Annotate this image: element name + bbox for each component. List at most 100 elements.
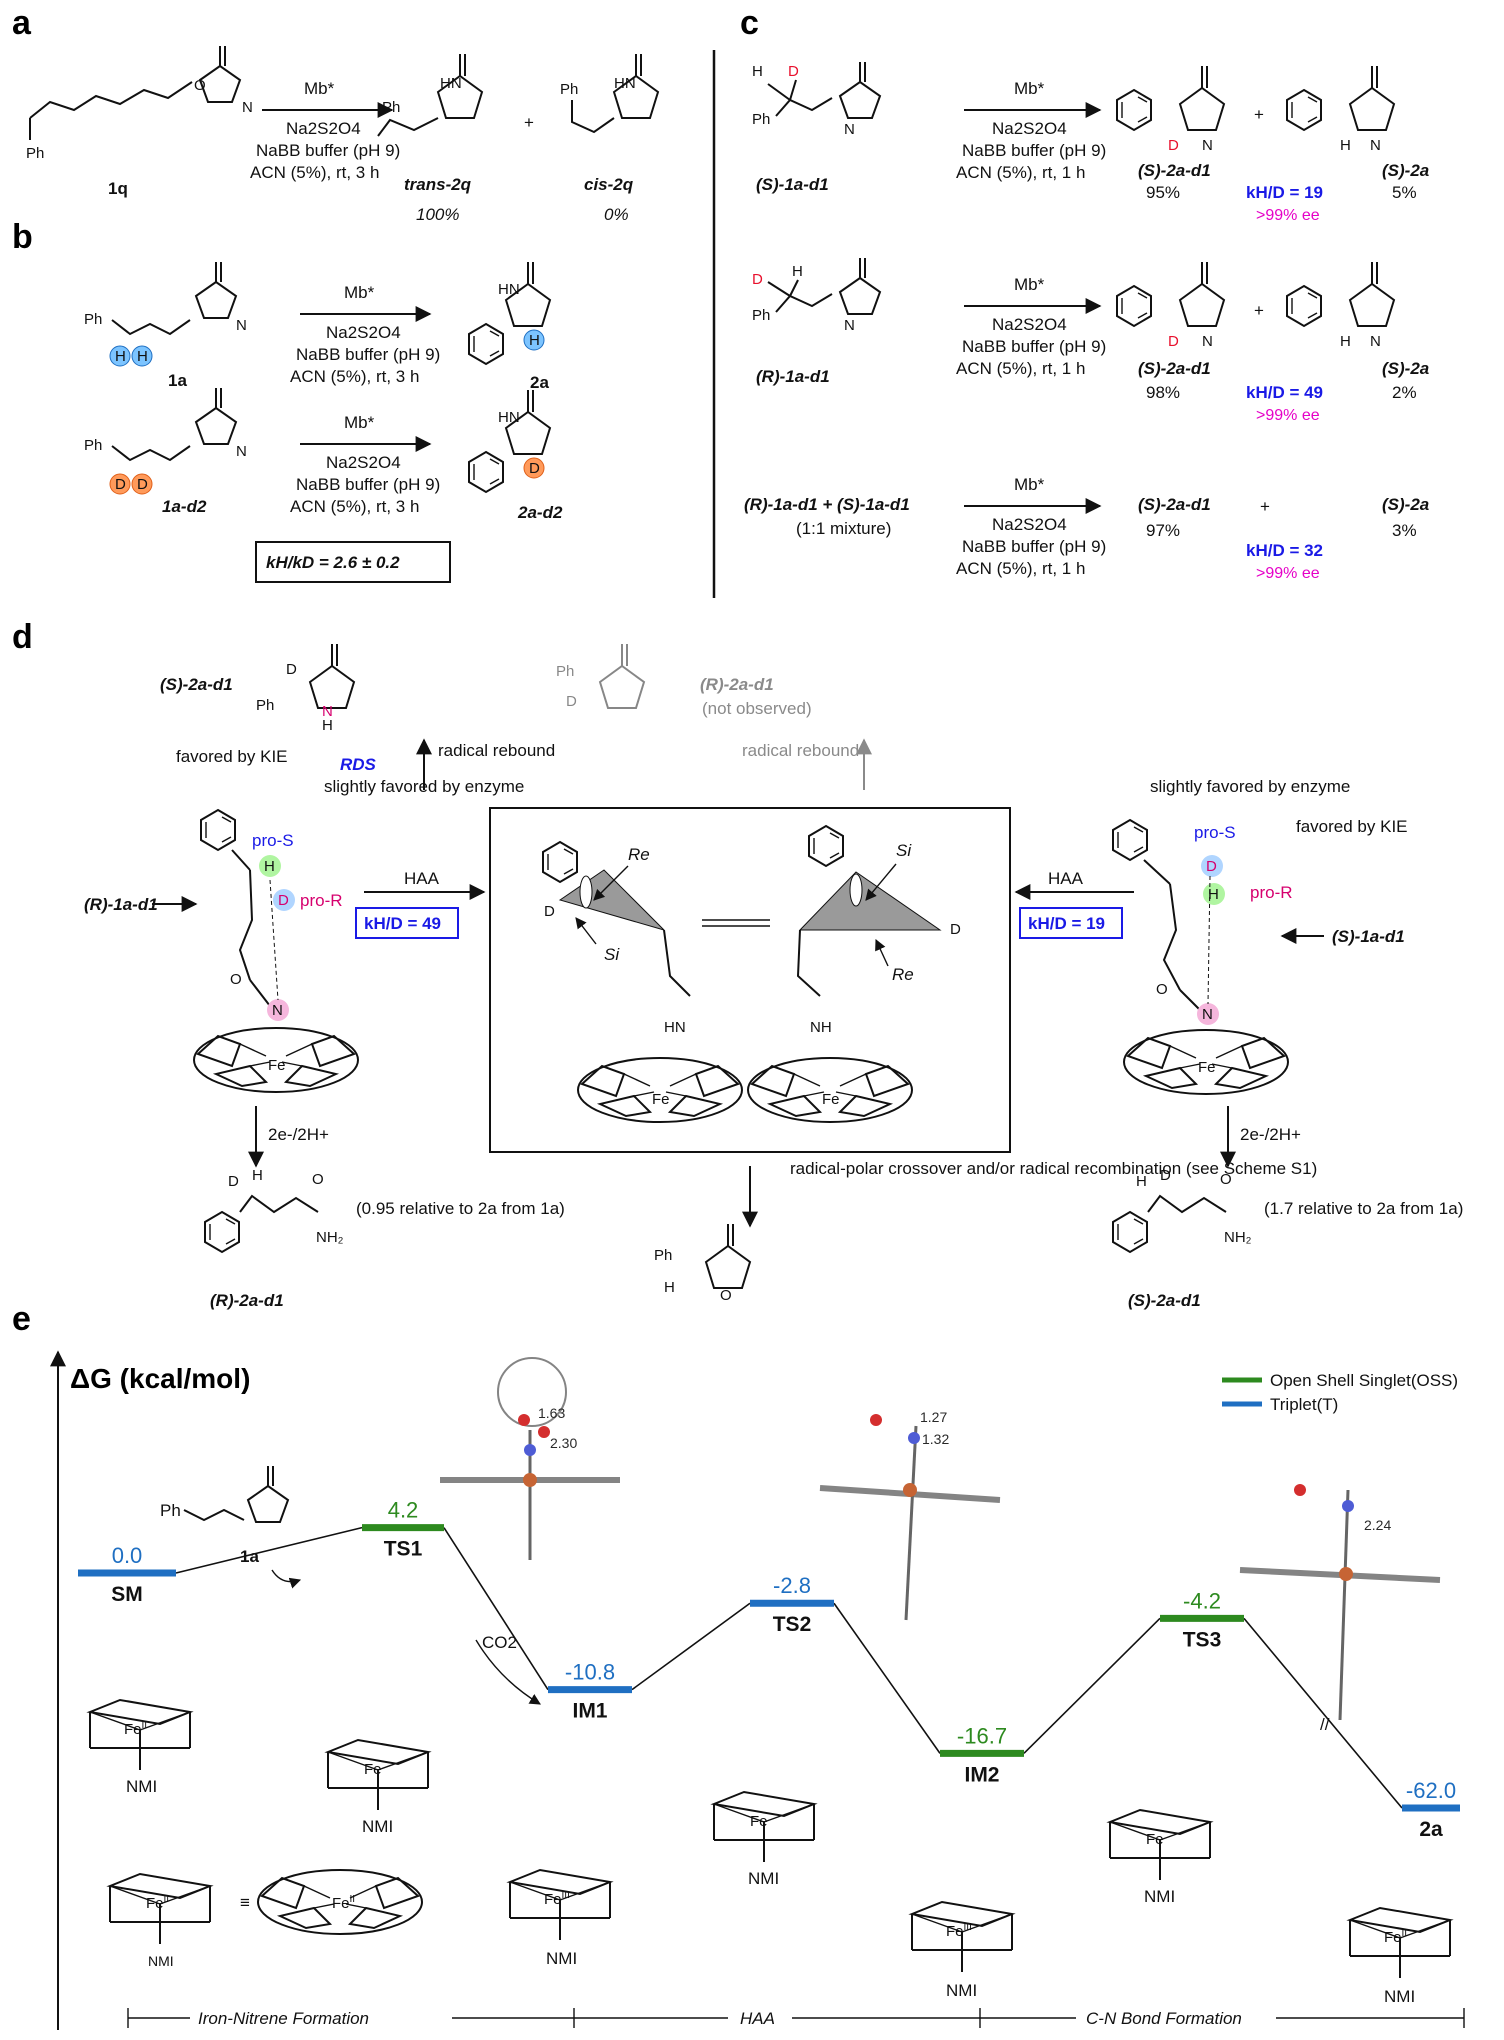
cond-solvent: ACN (5%), rt, 3 h: [250, 163, 379, 182]
svg-text:Ph: Ph: [752, 307, 770, 324]
svg-text:D: D: [278, 892, 289, 909]
product-trans-label: trans-2q: [404, 175, 472, 194]
c2-prod-h: (S)-2a: [1382, 359, 1429, 378]
substrate-label: 1q: [108, 179, 128, 198]
level-value-ts2: -2.8: [773, 1573, 811, 1598]
product-2a-structure: HN H: [468, 261, 551, 365]
c3-ee: >99% ee: [1256, 565, 1320, 582]
c3-prod-h: (S)-2a: [1382, 495, 1429, 514]
d-left-rel: (0.95 relative to 2a from 1a): [356, 1199, 565, 1218]
d-pro-r-left: pro-R: [300, 891, 343, 910]
product-2a-d2-structure: HN D: [468, 389, 551, 493]
profile-connector: [1243, 1617, 1403, 1809]
svg-text:D: D: [137, 476, 148, 493]
product-trans-2q-structure: HN Ph: [377, 53, 483, 137]
e-fe-im1: FeIII NMI: [509, 1869, 611, 1968]
svg-text:N: N: [272, 1002, 283, 1019]
svg-text:+: +: [1260, 497, 1270, 516]
d-pro-s-right: pro-S: [1194, 823, 1236, 842]
cond-b1-enzyme: Mb*: [344, 283, 375, 302]
svg-text:H: H: [322, 717, 333, 734]
svg-text:D: D: [1160, 1167, 1171, 1184]
svg-text:D: D: [752, 271, 763, 288]
d-product-r-structure: Ph D: [556, 643, 645, 710]
svg-text:H: H: [664, 1279, 675, 1296]
d-right-complex-structure: D H pro-S pro-R N O Fe: [1112, 819, 1293, 1095]
substrate-1q-structure: Ph N O: [26, 45, 253, 162]
d-product-s-structure: D Ph N H: [256, 643, 355, 734]
e-fe-legend: FeII NMI ≡ FeII: [109, 1869, 423, 1969]
d-rds: RDS: [340, 755, 377, 774]
c2-kie: kH/D = 49: [1246, 383, 1323, 402]
panel-label-b: b: [12, 218, 33, 256]
c2-enzyme: Mb*: [1014, 275, 1045, 294]
cond-b1-buffer: NaBB buffer (pH 9): [296, 345, 440, 364]
svg-text:H: H: [115, 348, 126, 365]
e-nmi-im2: NMI: [946, 1981, 977, 2000]
svg-text:Ph: Ph: [256, 697, 274, 714]
e-structure-ts1: 1.63 2.30: [440, 1357, 620, 1560]
svg-text:H: H: [529, 332, 540, 349]
d-crossover: radical-polar crossover and/or radical r…: [790, 1159, 1317, 1178]
level-value-ts1: 4.2: [388, 1498, 419, 1523]
level-value-2a: -62.0: [1406, 1778, 1456, 1803]
cond-reductant: Na2S2O4: [286, 119, 361, 138]
level-value-im2: -16.7: [957, 1723, 1007, 1748]
level-label-ts3: TS3: [1183, 1628, 1222, 1651]
e-structure-ts2: 1.27 1.32: [819, 1409, 1001, 1621]
svg-text:N: N: [1202, 137, 1213, 154]
panel-a: Ph N O 1q Mb* Na2S2O4 NaBB buffer (pH 9)…: [26, 45, 659, 224]
dist-2: 2.30: [550, 1435, 577, 1451]
cond-enzyme: Mb*: [304, 79, 335, 98]
c3-pct-d: 97%: [1146, 521, 1180, 540]
profile-connector: [443, 1527, 549, 1691]
d-face-re-left: Re: [628, 845, 650, 864]
e-structure-ts3: 2.24: [1239, 1484, 1441, 1721]
d-kie-right: kH/D = 19: [1028, 914, 1105, 933]
label-1a-d2: 1a-d2: [162, 497, 207, 516]
e-fe-sm: FeII NMI: [89, 1699, 191, 1796]
label-1a: 1a: [168, 371, 187, 390]
c1-reductant: Na2S2O4: [992, 119, 1067, 138]
e-legend: Open Shell Singlet(OSS) Triplet(T): [1222, 1371, 1458, 1414]
svg-text:N: N: [242, 99, 253, 116]
d-not-observed: (not observed): [702, 699, 812, 718]
d-rebound-1: radical rebound: [438, 741, 555, 760]
svg-text:O: O: [194, 77, 206, 94]
svg-text:NH₂: NH₂: [316, 1229, 344, 1246]
d-slightly-enzyme-left: slightly favored by enzyme: [324, 777, 524, 796]
d-product-s-label: (S)-2a-d1: [160, 675, 233, 694]
cond-b2-enzyme: Mb*: [344, 413, 375, 432]
svg-text:N: N: [844, 121, 855, 138]
c2-solvent: ACN (5%), rt, 1 h: [956, 359, 1085, 378]
c2-reductant: Na2S2O4: [992, 315, 1067, 334]
profile-connector: [631, 1602, 751, 1691]
c1-pct-h: 5%: [1392, 183, 1417, 202]
svg-text:Ph: Ph: [752, 111, 770, 128]
cond-b1-reductant: Na2S2O4: [326, 323, 401, 342]
c2-product-h-structure: H N: [1286, 261, 1395, 350]
svg-text:Fe: Fe: [364, 1761, 382, 1778]
svg-text:HN: HN: [440, 75, 462, 92]
panel-d: (S)-2a-d1 D Ph N H (R)-2a-d1 (not observ…: [84, 643, 1463, 1310]
c3-kie: kH/D = 32: [1246, 541, 1323, 560]
cond-buffer: NaBB buffer (pH 9): [256, 141, 400, 160]
c3-buffer: NaBB buffer (pH 9): [962, 537, 1106, 556]
svg-text:D: D: [788, 63, 799, 80]
dist-3: 1.27: [920, 1409, 947, 1425]
c1-product-d-structure: D N: [1116, 65, 1225, 154]
svg-text:D: D: [529, 460, 540, 477]
svg-text:Ph: Ph: [26, 145, 44, 162]
d-radical-box: [489, 807, 1011, 1153]
svg-text:HN: HN: [614, 75, 636, 92]
d-right-amide-structure: H D O NH₂: [1112, 1167, 1252, 1253]
c3-enzyme: Mb*: [1014, 475, 1045, 494]
cond-b1-solvent: ACN (5%), rt, 3 h: [290, 367, 419, 386]
svg-text:N: N: [844, 317, 855, 334]
level-label-im2: IM2: [964, 1763, 999, 1786]
panel-e: ΔG (kcal/mol) Open Shell Singlet(OSS) Tr…: [50, 1350, 1465, 2032]
product-cis-2q-structure: HN Ph: [560, 53, 659, 134]
d-haa-left: HAA: [404, 869, 440, 888]
c3-pct-h: 3%: [1392, 521, 1417, 540]
svg-text:D: D: [1168, 137, 1179, 154]
